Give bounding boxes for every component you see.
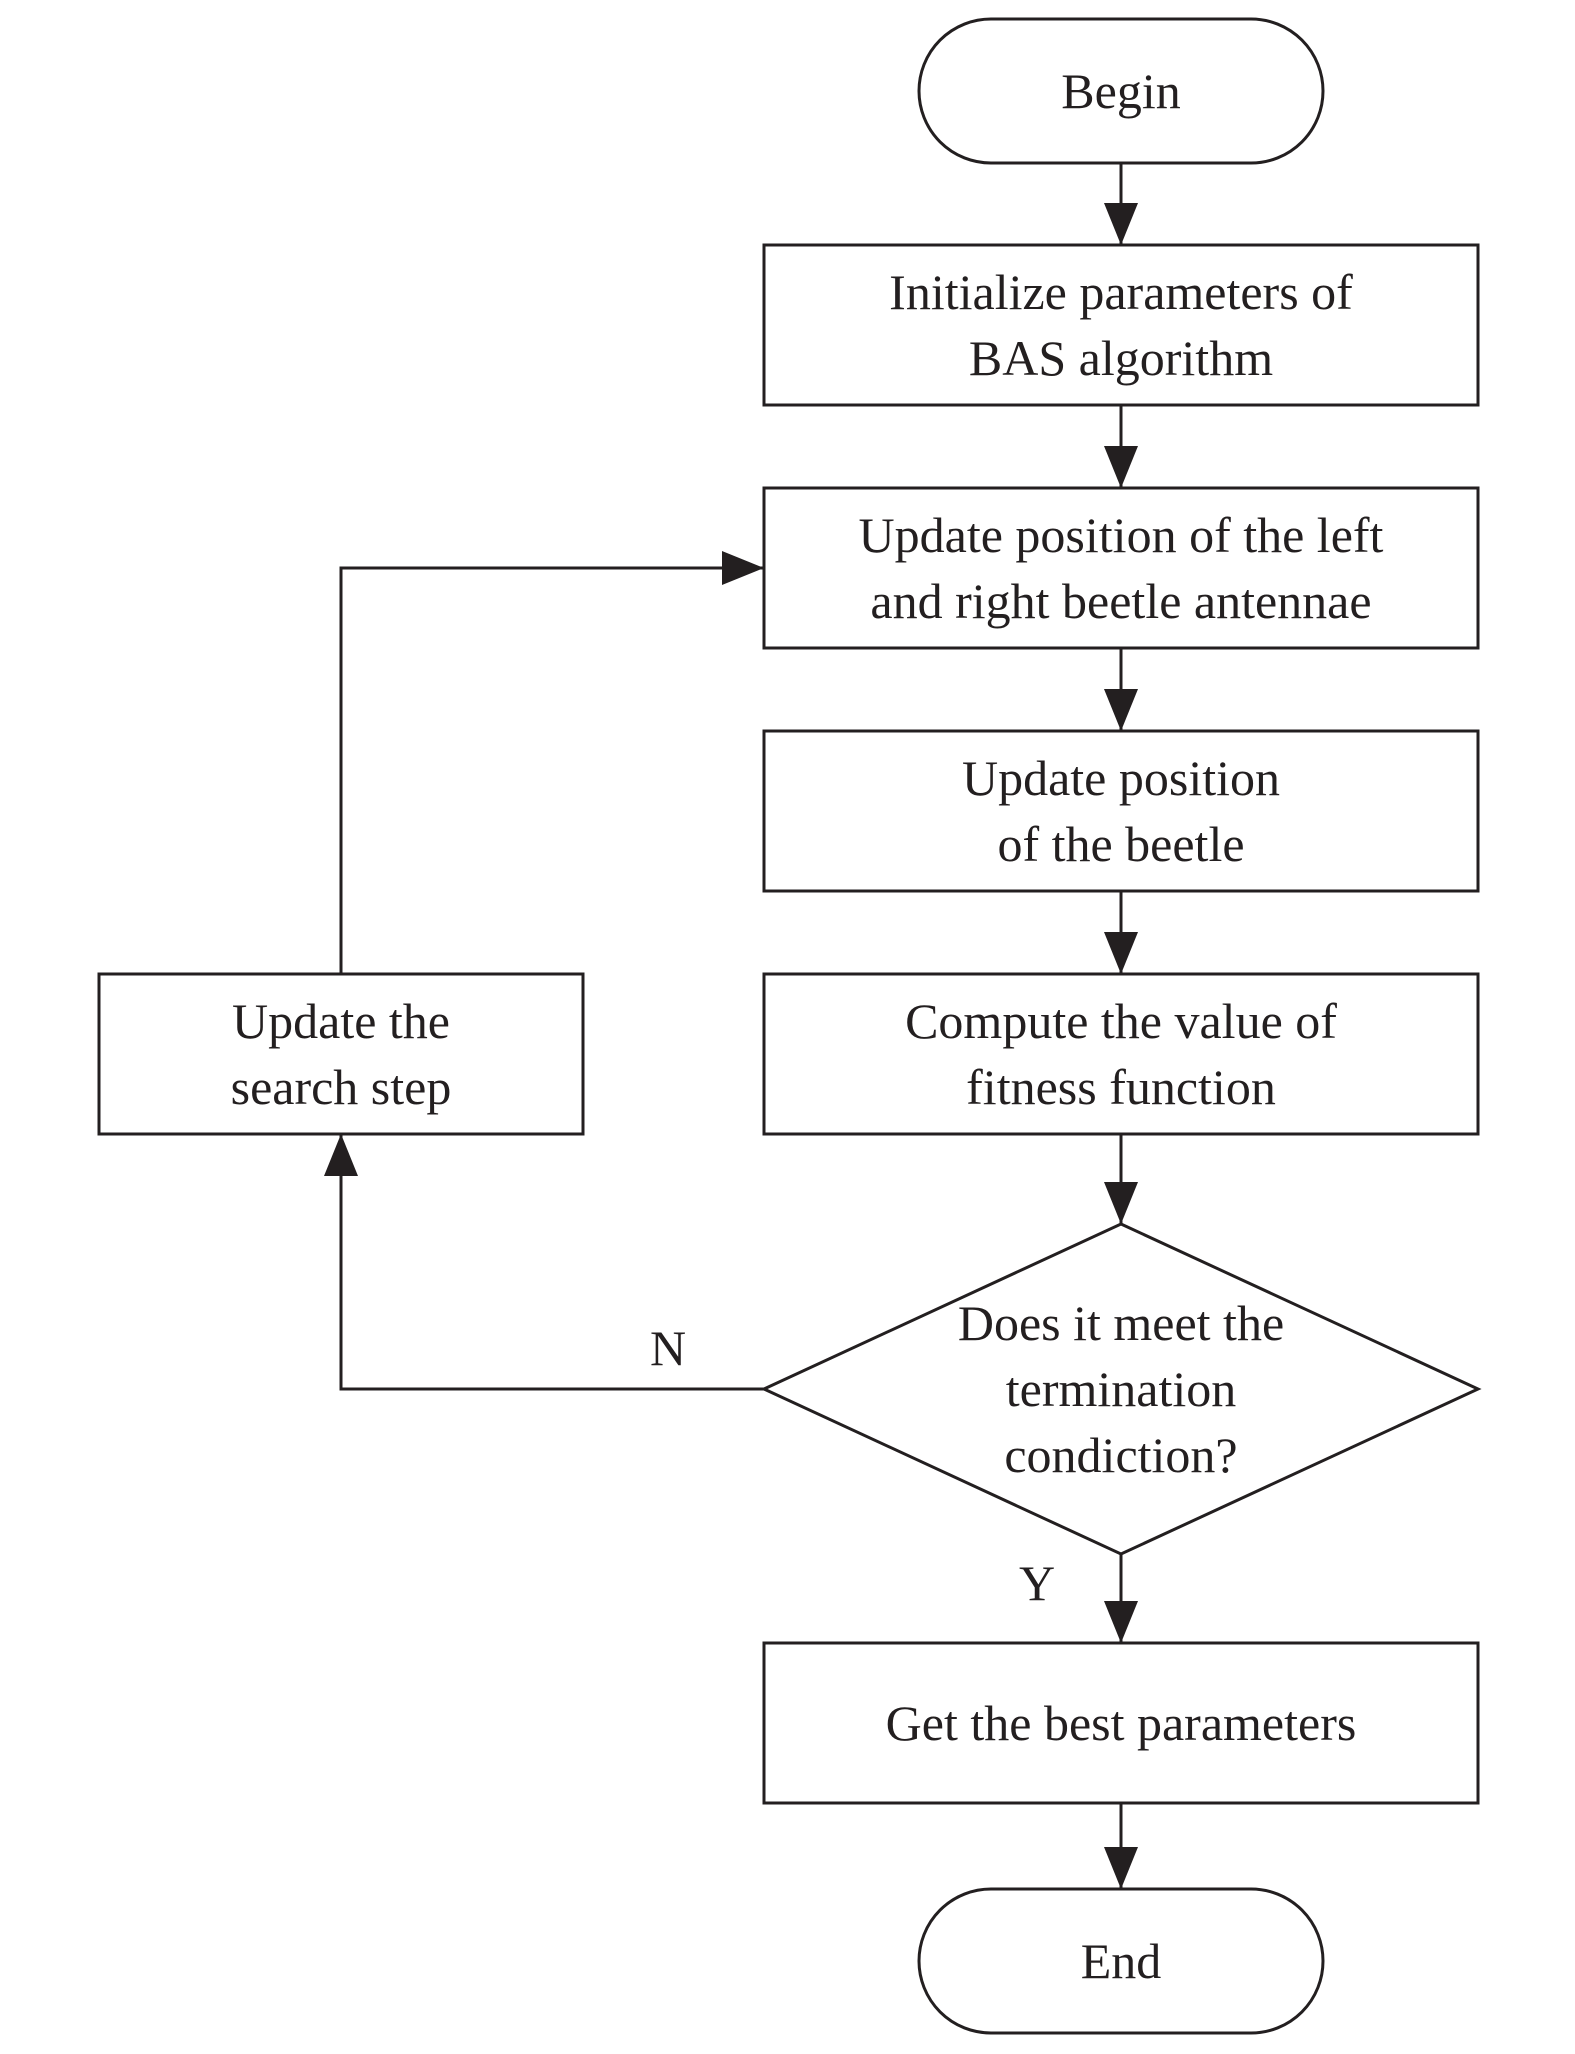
arrowhead xyxy=(324,1134,358,1176)
process-box xyxy=(762,1641,1480,1805)
node-beetle: Update position of the beetle xyxy=(762,729,1480,893)
node-decision-label-line: condiction? xyxy=(1004,1427,1237,1483)
edge-antennae-to-beetle xyxy=(1104,648,1138,731)
connector-line xyxy=(339,566,764,974)
arrowhead xyxy=(1104,1601,1138,1643)
edge-begin-to-init xyxy=(1104,163,1138,245)
node-antennae-label-line: and right beetle antennae xyxy=(870,573,1371,629)
arrowhead xyxy=(1104,446,1138,488)
node-decision-label-line: termination xyxy=(1006,1361,1237,1417)
connector-line xyxy=(339,1134,764,1391)
node-end: End xyxy=(917,1887,1325,2035)
edge-best-to-end xyxy=(1104,1803,1138,1889)
process-box xyxy=(762,729,1480,893)
node-antennae: Update position of the left and right bee… xyxy=(762,486,1480,650)
node-decision-label-line: Does it meet the xyxy=(958,1295,1284,1351)
node-init-label-line: BAS algorithm xyxy=(969,330,1273,386)
edge-decision-to-step xyxy=(324,1134,764,1391)
edge-decision-to-best xyxy=(1104,1554,1138,1643)
node-beetle-label-line: Update position xyxy=(962,750,1280,806)
process-box xyxy=(762,486,1480,650)
node-step-label-line: Update the xyxy=(232,993,450,1049)
node-fitness-label-line: Compute the value of xyxy=(905,993,1337,1049)
node-antennae-label-line: Update position of the left xyxy=(859,507,1384,563)
decision-diamond xyxy=(760,1222,1482,1556)
process-box xyxy=(762,972,1480,1136)
arrowhead xyxy=(1104,689,1138,731)
terminator-shape xyxy=(917,17,1325,165)
node-fitness-label-line: fitness function xyxy=(966,1059,1276,1115)
arrowhead xyxy=(1104,1182,1138,1224)
terminator-shape xyxy=(917,1887,1325,2035)
node-begin: Begin xyxy=(917,17,1325,165)
process-box xyxy=(97,972,585,1136)
edge-step-to-antennae xyxy=(339,551,764,974)
node-decision: Does it meet the termination condiction? xyxy=(760,1222,1482,1556)
edge-fitness-to-decision xyxy=(1104,1134,1138,1224)
edge-beetle-to-fitness xyxy=(1104,891,1138,974)
node-best: Get the best parameters xyxy=(762,1641,1480,1805)
arrowhead xyxy=(1104,203,1138,245)
process-box xyxy=(762,243,1480,407)
arrowhead xyxy=(722,551,764,585)
node-init: Initialize parameters of BAS algorithm xyxy=(762,243,1480,407)
node-end-label-line: End xyxy=(1081,1933,1162,1989)
edge-label-no: N xyxy=(650,1320,686,1376)
node-beetle-label-line: of the beetle xyxy=(997,816,1244,872)
edge-init-to-antennae xyxy=(1104,405,1138,488)
arrowhead xyxy=(1104,1847,1138,1889)
edges-layer xyxy=(324,163,1138,1889)
node-init-label-line: Initialize parameters of xyxy=(889,264,1353,320)
edge-labels-layer: YN xyxy=(650,1320,1055,1611)
node-best-label-line: Get the best parameters xyxy=(886,1695,1357,1751)
node-fitness: Compute the value of fitness function xyxy=(762,972,1480,1136)
node-step-label-line: search step xyxy=(231,1059,452,1115)
node-begin-label-line: Begin xyxy=(1061,63,1180,119)
edge-label-yes: Y xyxy=(1019,1555,1055,1611)
arrowhead xyxy=(1104,932,1138,974)
node-step: Update the search step xyxy=(97,972,585,1136)
